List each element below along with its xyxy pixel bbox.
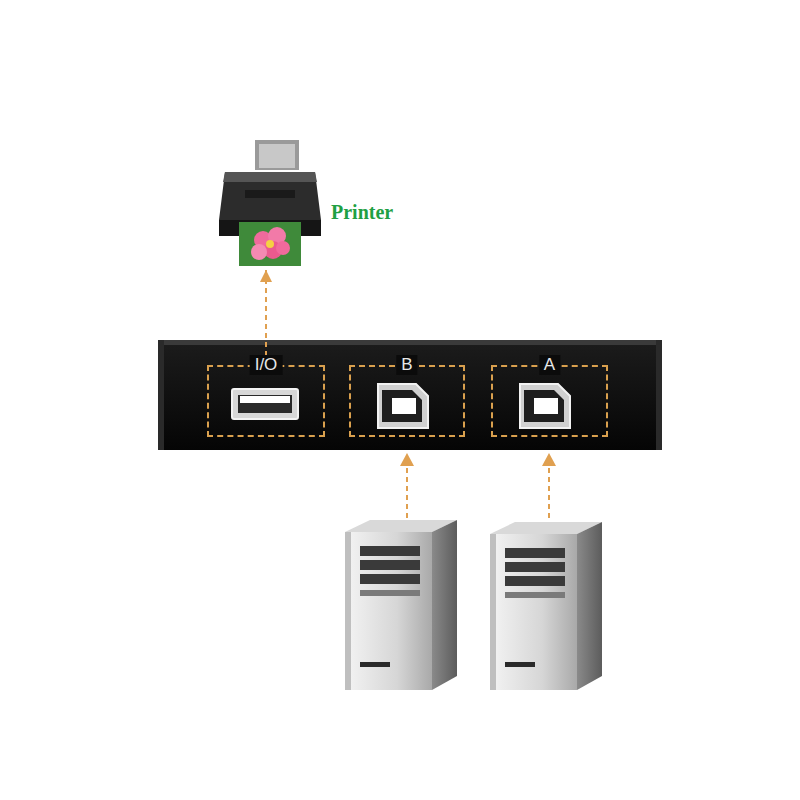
computer-tower xyxy=(490,522,602,690)
port-label: B xyxy=(396,355,417,375)
port-box: I/O xyxy=(207,365,325,437)
dashed-arrow xyxy=(265,270,267,365)
printer-illustration xyxy=(215,138,325,268)
usb-a-port xyxy=(232,389,298,419)
port-box: A xyxy=(491,365,608,437)
printer-node: Printer xyxy=(215,138,402,270)
usb-b-port xyxy=(520,384,570,428)
port-box: B xyxy=(349,365,465,437)
usb-b-port xyxy=(378,384,428,428)
switch-housing xyxy=(158,340,662,450)
port-label: I/O xyxy=(250,355,283,375)
leader-arrow xyxy=(400,453,556,518)
port-label: A xyxy=(539,355,560,375)
computer-tower xyxy=(345,520,457,690)
device-label: Printer xyxy=(331,200,393,224)
